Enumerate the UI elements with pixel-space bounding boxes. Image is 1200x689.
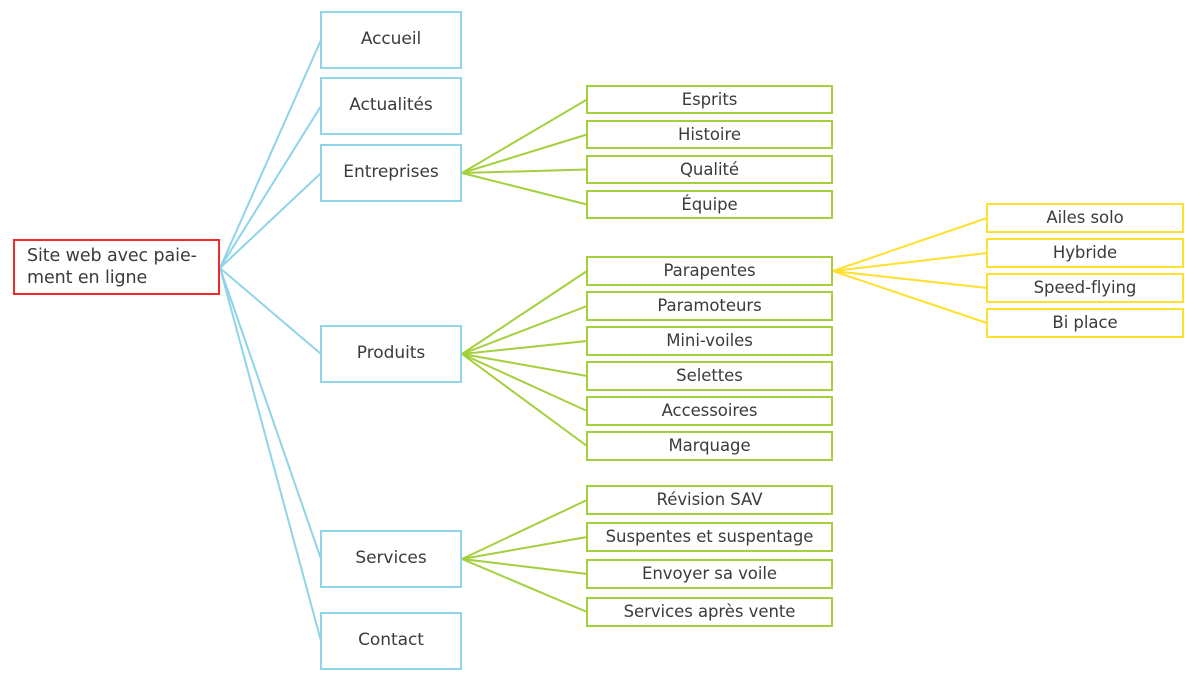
- connector-from_produits-to-minivoiles: [461, 340, 588, 355]
- node-l2-minivoiles[interactable]: Mini-voiles: [586, 326, 833, 356]
- node-l2-histoire-label: Histoire: [678, 124, 741, 144]
- node-l1-produits[interactable]: Produits: [320, 325, 462, 383]
- node-l2-apresvente[interactable]: Services après vente: [586, 597, 833, 627]
- node-l1-contact-label: Contact: [358, 630, 424, 651]
- node-l2-qualite[interactable]: Qualité: [586, 155, 833, 184]
- node-l1-actualites[interactable]: Actualités: [320, 77, 462, 135]
- connector-from_services-to-envoyer: [461, 558, 588, 575]
- connector-from_produits-to-parapentes: [461, 270, 588, 355]
- connector-from_parapentes-to-hybride: [832, 252, 988, 272]
- connector-from_entreprises-to-qualite: [461, 168, 588, 174]
- node-l2-revision[interactable]: Révision SAV: [586, 485, 833, 515]
- connector-from_services-to-revision: [461, 499, 588, 560]
- node-l1-accueil-label: Accueil: [360, 29, 422, 50]
- node-l2-esprits[interactable]: Esprits: [586, 85, 833, 114]
- node-l2-paramoteurs[interactable]: Paramoteurs: [586, 291, 833, 321]
- node-l3-speed[interactable]: Speed-flying: [986, 273, 1184, 303]
- node-l1-accueil[interactable]: Accueil: [320, 11, 462, 69]
- connector-from_parapentes-to-biplace: [832, 270, 988, 324]
- node-l2-revision-label: Révision SAV: [656, 490, 763, 510]
- node-l2-suspentes[interactable]: Suspentes et suspentage: [586, 522, 833, 552]
- connector-from_root-to-entreprises: [219, 172, 322, 269]
- node-l2-minivoiles-label: Mini-voiles: [666, 331, 753, 351]
- connector-from_services-to-suspentes: [461, 536, 588, 560]
- node-l1-produits-label: Produits: [356, 343, 426, 364]
- root-node-label: Site web avec paie-ment en ligne: [27, 245, 206, 290]
- root-node-line-2: ment en ligne: [27, 268, 148, 288]
- connector-from_entreprises-to-equipe: [461, 172, 588, 206]
- node-l2-apresvente-label: Services après vente: [623, 602, 796, 622]
- node-l3-ailes-label: Ailes solo: [1046, 208, 1124, 228]
- node-l2-marquage-label: Marquage: [668, 436, 751, 456]
- node-l3-speed-label: Speed-flying: [1033, 278, 1137, 298]
- node-l1-actualites-label: Actualités: [349, 95, 433, 116]
- node-l3-biplace-label: Bi place: [1052, 313, 1118, 333]
- node-l2-histoire[interactable]: Histoire: [586, 120, 833, 149]
- node-l2-paramoteurs-label: Paramoteurs: [657, 296, 762, 316]
- root-node[interactable]: Site web avec paie-ment en ligne: [13, 239, 220, 295]
- connector-from_entreprises-to-histoire: [461, 133, 588, 174]
- node-l3-hybride[interactable]: Hybride: [986, 238, 1184, 268]
- node-l3-hybride-label: Hybride: [1052, 243, 1118, 263]
- node-l2-envoyer[interactable]: Envoyer sa voile: [586, 559, 833, 589]
- node-l2-accessoires[interactable]: Accessoires: [586, 396, 833, 426]
- root-node-line-1: Site web avec paie-: [27, 245, 197, 266]
- node-l2-selettes[interactable]: Selettes: [586, 361, 833, 391]
- connector-from_parapentes-to-speed: [832, 270, 988, 289]
- connector-from_produits-to-paramoteurs: [461, 305, 588, 355]
- node-l1-services-label: Services: [355, 548, 427, 569]
- connector-from_parapentes-to-ailes: [832, 217, 988, 272]
- node-l2-parapentes[interactable]: Parapentes: [586, 256, 833, 286]
- connector-from_produits-to-selettes: [461, 353, 588, 377]
- connector-from_root-to-produits: [219, 267, 322, 355]
- node-l2-qualite-label: Qualité: [680, 159, 739, 179]
- node-l1-contact[interactable]: Contact: [320, 612, 462, 670]
- node-l2-equipe[interactable]: Équipe: [586, 190, 833, 219]
- connector-from_root-to-accueil: [219, 39, 322, 269]
- node-l1-entreprises[interactable]: Entreprises: [320, 144, 462, 202]
- connector-from_produits-to-accessoires: [461, 353, 588, 412]
- connector-from_root-to-contact: [219, 267, 322, 642]
- node-l2-suspentes-label: Suspentes et suspentage: [605, 527, 814, 547]
- connector-from_root-to-actualites: [219, 105, 322, 269]
- node-l3-biplace[interactable]: Bi place: [986, 308, 1184, 338]
- node-l2-envoyer-label: Envoyer sa voile: [641, 564, 778, 584]
- node-l2-esprits-label: Esprits: [681, 89, 738, 109]
- node-l2-parapentes-label: Parapentes: [663, 261, 756, 281]
- node-l2-marquage[interactable]: Marquage: [586, 431, 833, 461]
- connector-from_entreprises-to-esprits: [461, 98, 588, 174]
- connector-from_produits-to-marquage: [461, 353, 588, 447]
- node-l1-services[interactable]: Services: [320, 530, 462, 588]
- node-l2-accessoires-label: Accessoires: [661, 401, 758, 421]
- node-l2-selettes-label: Selettes: [676, 366, 743, 386]
- connector-from_root-to-services: [219, 267, 322, 560]
- node-l1-entreprises-label: Entreprises: [343, 162, 439, 183]
- connector-from_services-to-apresvente: [461, 558, 588, 613]
- node-l3-ailes[interactable]: Ailes solo: [986, 203, 1184, 233]
- node-l2-equipe-label: Équipe: [681, 194, 738, 214]
